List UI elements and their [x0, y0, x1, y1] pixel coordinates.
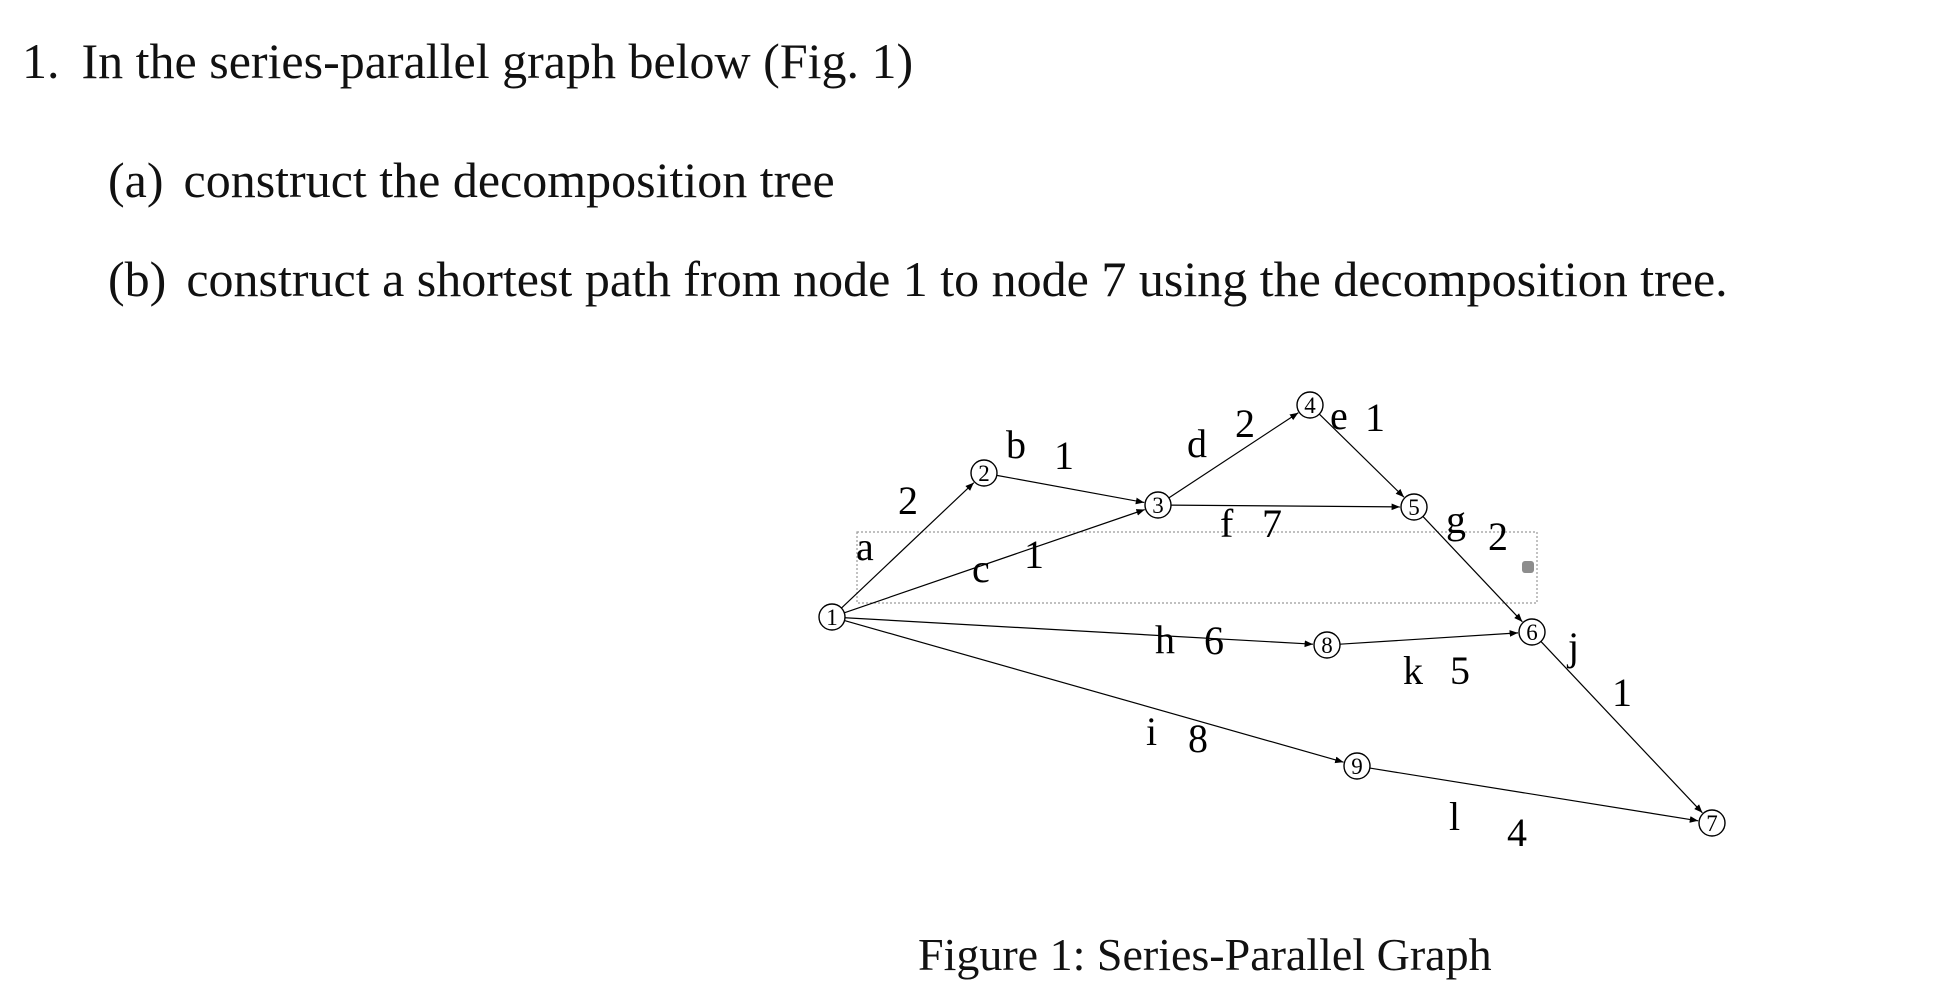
edge-h-weight: 6: [1204, 618, 1224, 663]
edge-h: [844, 617, 1314, 648]
node-3-circle: [1144, 491, 1172, 519]
node-6-label: 6: [1526, 620, 1538, 645]
edge-k-label: k: [1403, 648, 1423, 693]
edge-l-weight: 4: [1507, 810, 1527, 855]
node-6: 6: [1518, 618, 1546, 646]
edge-b-label: b: [1006, 422, 1026, 467]
node-2: 2: [970, 459, 998, 487]
node-9-circle: [1343, 752, 1371, 780]
node-5: 5: [1400, 493, 1428, 521]
node-3-label: 3: [1152, 493, 1164, 518]
edge-c: [844, 508, 1145, 614]
edge-j: [1540, 641, 1703, 814]
edge-h-label: h: [1155, 617, 1175, 662]
node-8-circle: [1313, 631, 1341, 659]
nodes-layer: 1 2 3 4 5 6 7 8 9: [818, 391, 1726, 837]
edge-k-weight: 5: [1450, 648, 1470, 693]
edge-e: [1318, 413, 1405, 498]
edge-f: [1170, 503, 1401, 511]
edge-e-label: e: [1330, 393, 1348, 438]
part-b-text: construct a shortest path from node 1 to…: [186, 251, 1728, 307]
node-8-label: 8: [1321, 633, 1333, 658]
node-4: 4: [1296, 391, 1324, 419]
node-1-label: 1: [826, 605, 838, 630]
edge-d: [1168, 412, 1299, 499]
question-text: In the series-parallel graph below (Fig.…: [81, 33, 914, 89]
edge-k: [1339, 630, 1519, 645]
node-9: 9: [1343, 752, 1371, 780]
edges-layer: [841, 412, 1703, 823]
edge-a-label: a: [856, 524, 874, 569]
node-1: 1: [818, 603, 846, 631]
edge-d-weight: 2: [1235, 401, 1255, 446]
figure-caption: Figure 1: Series-Parallel Graph: [918, 929, 1492, 980]
edge-b: [996, 474, 1145, 505]
node-9-label: 9: [1351, 754, 1363, 779]
edge-b-weight: 1: [1054, 433, 1074, 478]
edge-l-label: l: [1449, 794, 1460, 839]
edge-g: [1422, 516, 1523, 623]
node-7: 7: [1698, 809, 1726, 837]
question-heading: 1. In the series-parallel graph below (Fi…: [22, 36, 913, 86]
edge-f-weight: 7: [1262, 501, 1282, 546]
selection-handle-icon[interactable]: [1522, 561, 1534, 573]
edge-i: [844, 619, 1344, 764]
question-part-a: (a) construct the decomposition tree: [108, 155, 835, 205]
question-number: 1.: [22, 33, 60, 89]
selection-box: [856, 531, 1538, 604]
question-part-b: (b) construct a shortest path from node 1…: [108, 254, 1728, 304]
edge-c-label: c: [972, 546, 990, 591]
edge-g-weight: 2: [1488, 514, 1508, 559]
node-1-circle: [818, 603, 846, 631]
node-4-circle: [1296, 391, 1324, 419]
node-4-label: 4: [1304, 393, 1316, 418]
edge-e-weight: 1: [1365, 395, 1385, 440]
part-a-text: construct the decomposition tree: [183, 152, 835, 208]
edge-a-weight: 2: [898, 478, 918, 523]
edge-i-label: i: [1146, 709, 1157, 754]
node-3: 3: [1144, 491, 1172, 519]
edge-l: [1369, 767, 1699, 823]
edge-j-label: j: [1566, 624, 1579, 669]
edge-a: [841, 482, 975, 609]
node-6-circle: [1518, 618, 1546, 646]
part-a-label: (a): [108, 152, 164, 208]
node-2-circle: [970, 459, 998, 487]
edge-f-label: f: [1220, 501, 1234, 546]
edge-d-label: d: [1187, 421, 1207, 466]
part-b-label: (b): [108, 251, 167, 307]
node-5-circle: [1400, 493, 1428, 521]
edge-c-weight: 1: [1024, 532, 1044, 577]
node-8: 8: [1313, 631, 1341, 659]
node-7-label: 7: [1706, 811, 1718, 836]
node-2-label: 2: [978, 461, 990, 486]
node-5-label: 5: [1408, 495, 1420, 520]
edge-i-weight: 8: [1188, 716, 1208, 761]
edge-g-label: g: [1446, 497, 1466, 542]
node-7-circle: [1698, 809, 1726, 837]
edge-j-weight: 1: [1612, 670, 1632, 715]
